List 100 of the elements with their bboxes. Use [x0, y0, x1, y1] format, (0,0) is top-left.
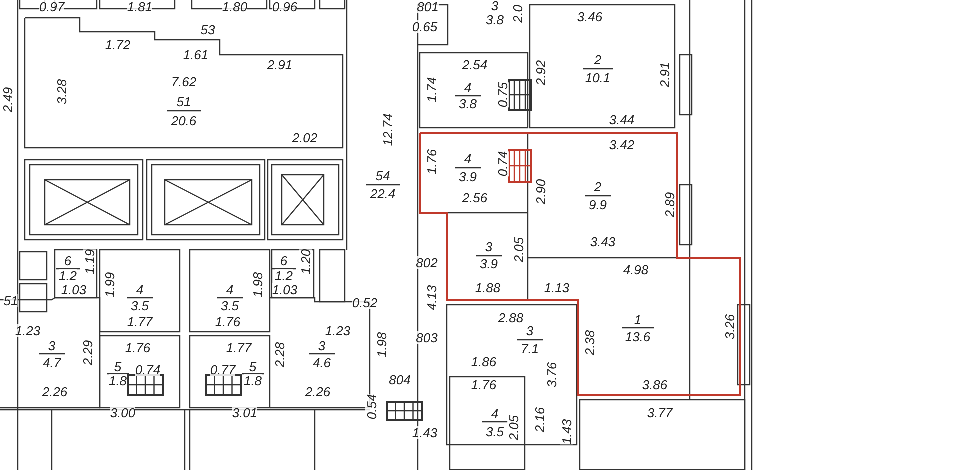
- dimension-label: 1.23: [15, 324, 41, 338]
- dimension-label: 0.52: [352, 296, 378, 310]
- dimension-label: 2.28: [274, 342, 286, 368]
- dimension-label: 0.97: [39, 0, 65, 14]
- dimension-label: 2.26: [42, 386, 68, 398]
- dimension-label: 1.76: [125, 342, 151, 354]
- dimension-label: 2.05: [508, 415, 520, 441]
- dimension-label: 4: [491, 408, 499, 420]
- dimension-label: 2: [594, 54, 602, 66]
- dimension-label: 801: [417, 0, 439, 14]
- dimension-label: 1.98: [252, 272, 264, 298]
- dimension-label: 3.76: [546, 362, 558, 388]
- dimension-label: 0.77: [210, 364, 236, 376]
- dimension-label: 5: [249, 360, 257, 374]
- dimension-label: 10.1: [585, 72, 611, 84]
- dimension-label: 3: [526, 324, 534, 338]
- dimension-label: 1.86: [471, 356, 497, 368]
- dimension-label: 3.42: [609, 138, 635, 152]
- dimension-label: 4.13: [426, 285, 438, 311]
- dimension-label: 4: [464, 82, 472, 94]
- dimension-label: 7.62: [171, 76, 197, 88]
- dimension-label: 1.43: [412, 426, 438, 440]
- dimension-label: 1.77: [127, 316, 153, 328]
- dimension-label: 2.29: [82, 340, 94, 366]
- dimension-label: 0.96: [272, 0, 298, 14]
- dimension-label: 4: [226, 284, 234, 296]
- dimension-label: 1.8: [244, 374, 262, 388]
- dimension-label: 3.43: [590, 236, 616, 248]
- dimension-label: 3: [485, 240, 493, 254]
- dimension-label: 2.92: [534, 60, 548, 86]
- dimension-label: 12.74: [382, 114, 394, 146]
- dimension-label: 2.0: [512, 4, 524, 24]
- dimension-label: 1.23: [325, 324, 351, 338]
- dimension-label: 1.99: [104, 272, 116, 298]
- dimension-label: 2.91: [267, 58, 293, 72]
- dimension-label: 6: [64, 254, 72, 268]
- dimension-label: 4: [464, 152, 472, 166]
- dimension-label: 13.6: [625, 330, 651, 344]
- dimension-label: 1.76: [215, 316, 241, 328]
- dimension-label: 2.54: [462, 58, 488, 72]
- dimension-label: 2.05: [512, 237, 526, 263]
- dimension-label: 1.19: [84, 249, 96, 275]
- dimension-label: 3.44: [609, 114, 635, 126]
- dimension-label: 1.88: [475, 282, 501, 294]
- dimension-label: 0.75: [496, 82, 510, 108]
- dimension-label: 1.81: [127, 0, 153, 14]
- dimension-label: 1.72: [105, 38, 131, 52]
- dimension-label: 2.38: [584, 330, 596, 356]
- dimension-label: 803: [416, 332, 438, 344]
- dimension-label: 1.8: [108, 374, 128, 388]
- dimension-label: 2.49: [2, 87, 14, 113]
- dimension-label: 1.61: [183, 48, 209, 62]
- dimension-label: 3.5: [130, 300, 150, 312]
- dimension-label: 22.4: [370, 188, 396, 200]
- dimension-label: 0.65: [412, 20, 438, 34]
- dimension-label: 3.86: [642, 378, 668, 392]
- dimension-label: 51: [176, 96, 192, 108]
- dimension-label: 53: [200, 24, 216, 36]
- dimension-label: 3.46: [577, 10, 603, 24]
- dimension-label: 7.1: [520, 342, 540, 356]
- dimension-label: 3.28: [56, 79, 68, 105]
- dimension-label: 3.8: [486, 14, 504, 26]
- dimension-label: 2.16: [534, 407, 546, 433]
- dimension-label: 2.90: [534, 179, 548, 205]
- dimension-label: 1.2: [58, 270, 78, 282]
- dimension-label: 5: [114, 360, 122, 374]
- dimension-label: 3: [491, 0, 499, 12]
- dimension-label: 3.5: [220, 300, 240, 312]
- dimension-label: 3.9: [480, 258, 498, 270]
- dimension-label: 3: [318, 340, 326, 352]
- dimension-label: 4.7: [42, 356, 62, 370]
- dimension-label: 3.8: [458, 98, 478, 110]
- dimension-label: 3.9: [458, 170, 478, 184]
- dimension-label: 1.03: [61, 284, 87, 296]
- dimension-label: 4: [136, 284, 144, 296]
- dimension-label: 1.76: [471, 378, 497, 392]
- dimension-label: 3: [48, 340, 56, 352]
- dimension-label: 1.76: [426, 149, 438, 175]
- dimension-label: 2.91: [658, 62, 672, 88]
- dimension-label: 2.26: [305, 386, 331, 398]
- dimension-label: 4.6: [312, 356, 332, 370]
- dimension-label: 1.98: [376, 332, 388, 358]
- dimension-label: 1: [634, 314, 642, 326]
- dimension-label: 1.20: [300, 249, 312, 275]
- dimension-label: 2.02: [292, 132, 318, 144]
- dimension-label: 1.03: [272, 284, 298, 296]
- dimension-label: 2.56: [462, 192, 488, 204]
- dimension-label: 2.89: [664, 192, 676, 218]
- dimension-label: 804: [389, 374, 411, 386]
- dimension-label: 20.6: [171, 114, 197, 128]
- dimension-label: 0.74: [496, 151, 510, 177]
- dimension-label: 3.01: [232, 406, 258, 420]
- dimension-label: 2: [594, 180, 602, 194]
- dimension-label: 1.80: [222, 0, 248, 14]
- dimension-label: 1.43: [560, 419, 574, 445]
- dimension-label: 0.54: [366, 394, 378, 420]
- dimension-label: 9.9: [588, 198, 608, 212]
- dimension-label: 3.77: [647, 406, 673, 420]
- dimension-label: 4.98: [623, 264, 649, 276]
- dimension-label: 3.26: [724, 314, 736, 340]
